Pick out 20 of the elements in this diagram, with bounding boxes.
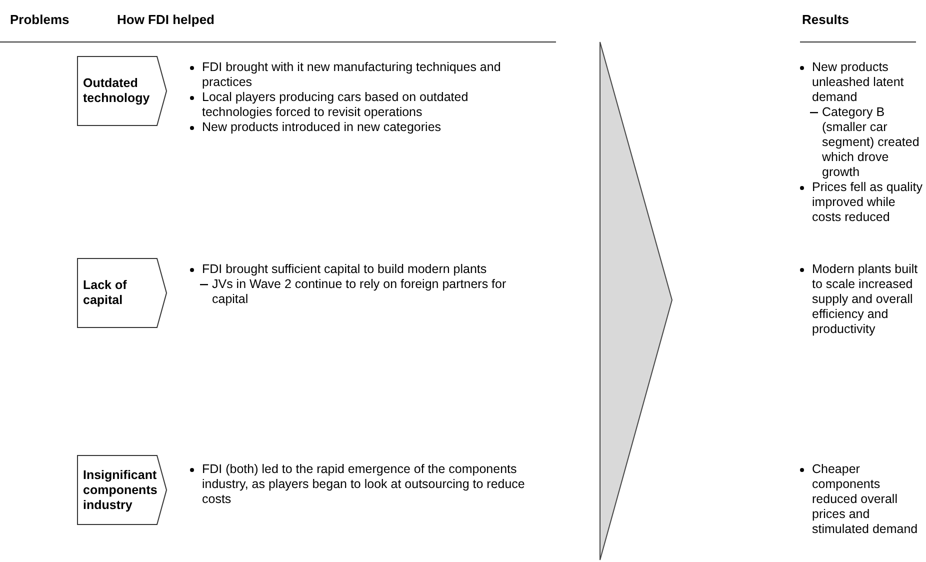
bullet-text: JVs in Wave 2 continue to rely on foreign partners for capital: [212, 277, 508, 307]
problem-label: Insignificant components industry: [83, 468, 158, 512]
problem-chevron: [77, 258, 167, 328]
bullet-text: Modern plants built to scale increased supply and overall efficiency and productivity: [812, 262, 919, 337]
bullet-text: New products introduced in new categories: [202, 120, 442, 135]
bullet-text: Category B (smaller car segment) created which drove growth: [822, 105, 920, 180]
bullet-text: New products unleashed latent demand: [812, 60, 905, 105]
column-header: How FDI helped: [117, 11, 214, 29]
column-header: Problems: [10, 11, 70, 29]
bullet-text: Cheaper components reduced overall prices and stimulated demand: [812, 462, 919, 537]
bullet-text: Prices fell as quality improved while costs reduced: [812, 180, 924, 225]
problem-chevron: [77, 455, 167, 525]
bullet-text: FDI brought with it new manufacturing techniques and practices: [202, 60, 502, 90]
problem-label: Outdated technology: [83, 76, 151, 106]
problem-chevron: [77, 56, 167, 126]
problem-label: Lack of capital: [83, 278, 128, 308]
bullet-text: FDI (both) led to the rapid emergence of the components industry, as players began to look at outsourcing to reduce costs: [202, 462, 525, 507]
bullet-text: FDI brought sufficient capital to build modern plants: [202, 262, 487, 277]
column-header: Results: [802, 11, 849, 29]
bullet-text: Local players producing cars based on outdated technologies forced to revisit operations: [202, 90, 470, 120]
